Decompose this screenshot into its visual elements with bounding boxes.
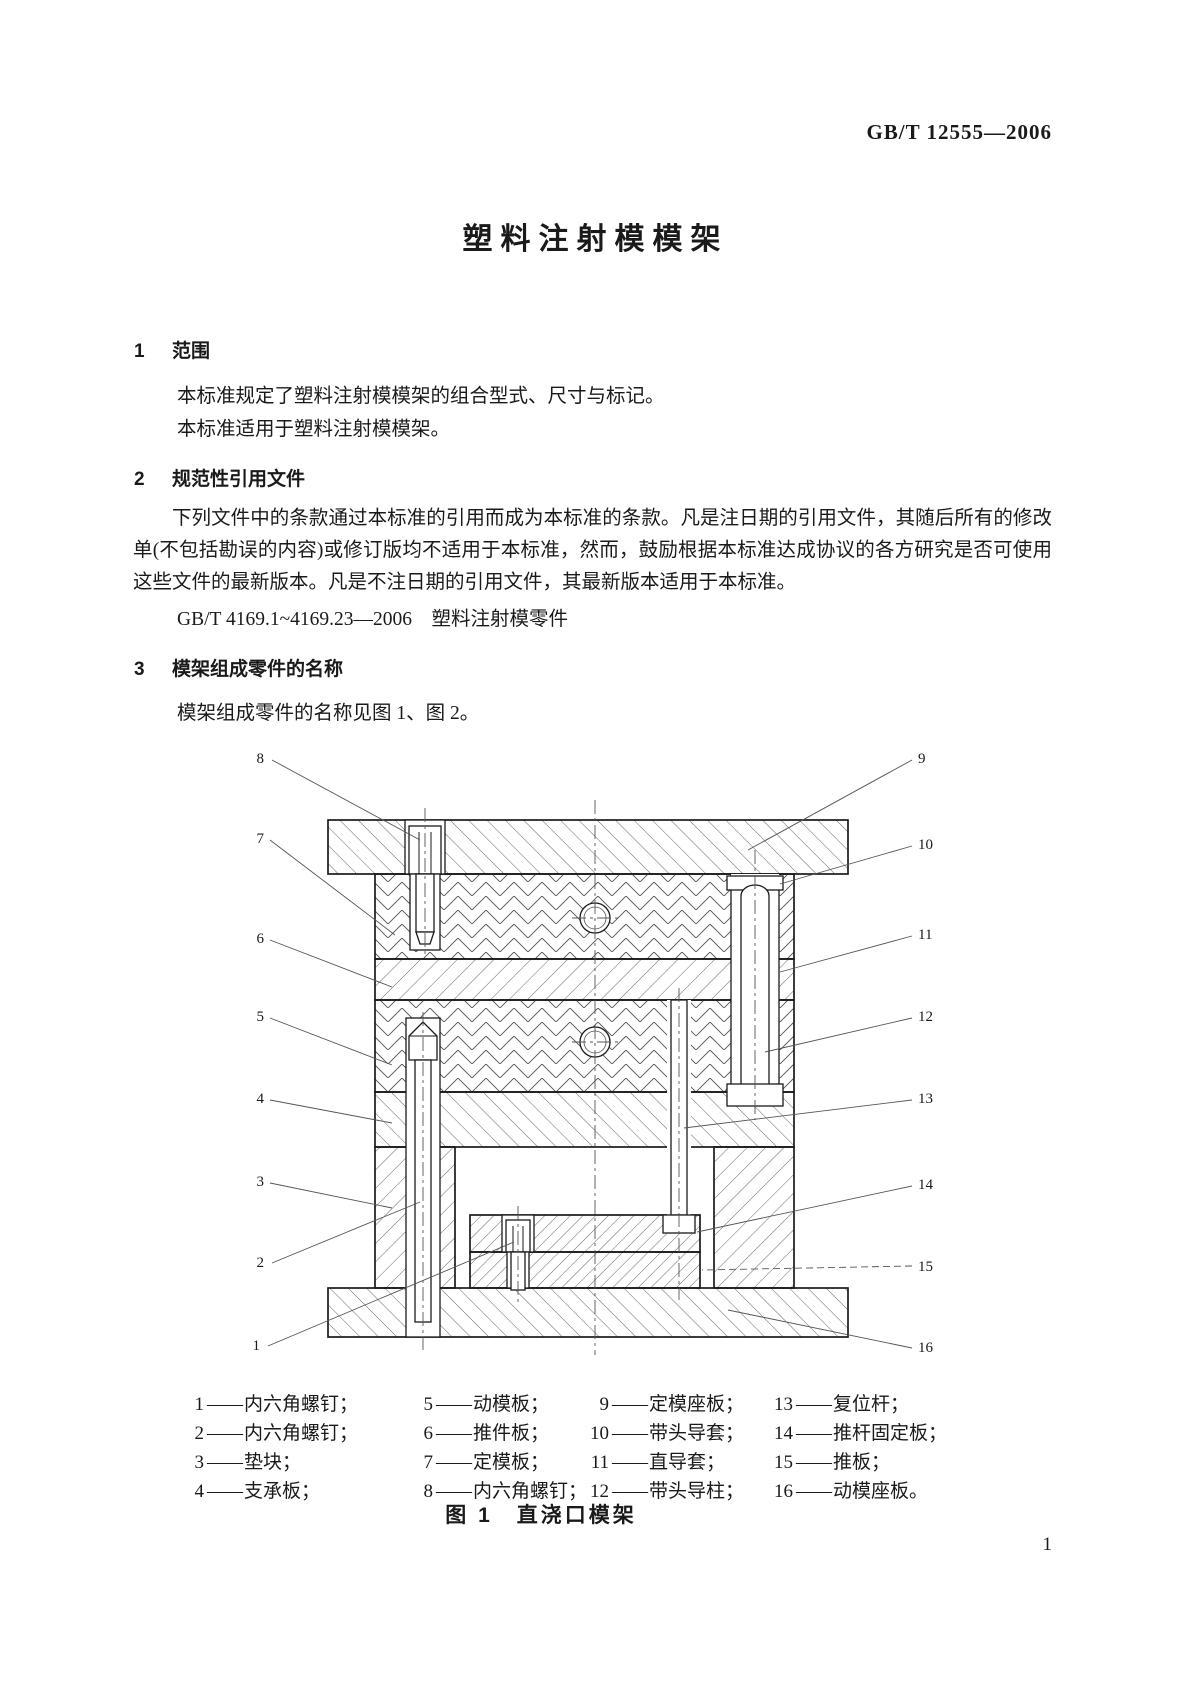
legend-dash: —— (436, 1481, 472, 1502)
legend-item-7: 7——定模板； (407, 1448, 587, 1477)
legend-column-4: 13——复位杆； 14——推杆固定板； 15——推板； 16——动模座板。 (767, 1390, 947, 1506)
document-title: 塑料注射模模架 (462, 223, 729, 256)
referenced-standard: GB/T 4169.1~4169.23—2006 塑料注射模零件 (177, 609, 568, 630)
centerlines (422, 800, 756, 1355)
legend-item-16: 16——动模座板。 (767, 1477, 947, 1506)
legend-item-12: 12——带头导柱； (583, 1477, 744, 1506)
callout-15: 15 (918, 1259, 933, 1275)
paragraph-figure-intro: 模架组成零件的名称见图 1、图 2。 (177, 703, 480, 724)
legend-item-11: 11——直导套； (583, 1448, 744, 1477)
legend-dash: —— (436, 1452, 472, 1473)
legend-dash: —— (612, 1481, 648, 1502)
legend-dash: —— (207, 1452, 243, 1473)
legend-item-6: 6——推件板； (407, 1419, 587, 1448)
legend-item-13: 13——复位杆； (767, 1390, 947, 1419)
section-1-number: 1 (134, 341, 145, 362)
leader-lines (267, 759, 913, 1349)
callout-10: 10 (918, 837, 933, 853)
legend-column-1: 1——内六角螺钉； 2——内六角螺钉； 3——垫块； 4——支承板； (178, 1390, 359, 1506)
section-2-number: 2 (134, 469, 145, 490)
callout-1: 1 (253, 1338, 261, 1354)
paragraph-scope-1: 本标准规定了塑料注射模模架的组合型式、尺寸与标记。 (177, 386, 665, 407)
legend-column-3: 9——定模座板； 10——带头导套； 11——直导套； 12——带头导柱； (583, 1390, 744, 1506)
callout-6: 6 (257, 931, 265, 947)
section-1-title: 范围 (172, 341, 211, 362)
callout-14: 14 (918, 1177, 934, 1193)
legend-dash: —— (796, 1452, 832, 1473)
legend-column-2: 5——动模板； 6——推件板； 7——定模板； 8——内六角螺钉； (407, 1390, 588, 1506)
legend-item-4: 4——支承板； (178, 1477, 358, 1506)
section-3-heading: 3 模架组成零件的名称 (134, 654, 343, 681)
legend-dash: —— (207, 1423, 243, 1444)
callout-3: 3 (257, 1174, 265, 1190)
legend-item-8: 8——内六角螺钉； (407, 1477, 588, 1506)
legend-item-5: 5——动模板； (407, 1390, 587, 1419)
paragraph-normative-refs: 下列文件中的条款通过本标准的引用而成为本标准的条款。凡是注日期的引用文件，其随后… (133, 508, 1052, 593)
callout-12: 12 (918, 1009, 933, 1025)
legend-dash: —— (612, 1423, 648, 1444)
callout-8: 8 (257, 751, 265, 767)
figure-caption: 图 1 直浇口模架 (445, 1504, 637, 1527)
section-1-heading: 1 范围 (134, 336, 210, 363)
section-2-title: 规范性引用文件 (172, 469, 306, 490)
legend-dash: —— (796, 1423, 832, 1444)
standard-code: GB/T 12555—2006 (866, 120, 1052, 144)
callout-9: 9 (918, 751, 926, 767)
section-3-title: 模架组成零件的名称 (172, 659, 344, 680)
figure-1-drawing: 8 7 6 5 4 3 2 1 9 10 11 12 13 14 15 16 (253, 751, 934, 1356)
legend-item-2: 2——内六角螺钉； (178, 1419, 359, 1448)
legend-item-9: 9——定模座板； (583, 1390, 745, 1419)
legend-item-10: 10——带头导套； (583, 1419, 744, 1448)
legend-item-15: 15——推板； (767, 1448, 947, 1477)
callout-7: 7 (257, 831, 265, 847)
support-plate-4 (374, 1091, 795, 1148)
callout-11: 11 (918, 927, 932, 943)
spacer-block-right (713, 1146, 795, 1289)
stripper-plate-6 (374, 958, 795, 1001)
legend-dash: —— (436, 1423, 472, 1444)
legend-dash: —— (796, 1481, 832, 1502)
legend-dash: —— (612, 1394, 648, 1415)
legend-dash: —— (612, 1452, 648, 1473)
callout-13: 13 (918, 1091, 933, 1107)
legend-dash: —— (207, 1481, 243, 1502)
callout-5: 5 (257, 1009, 265, 1025)
ejector-plate-15 (469, 1251, 701, 1289)
legend-dash: —— (796, 1394, 832, 1415)
legend-item-14: 14——推杆固定板； (767, 1419, 947, 1448)
section-2-heading: 2 规范性引用文件 (134, 464, 305, 491)
legend-item-3: 3——垫块； (178, 1448, 358, 1477)
callout-numbers: 8 7 6 5 4 3 2 1 9 10 11 12 13 14 15 16 (253, 751, 934, 1356)
paragraph-scope-2: 本标准适用于塑料注射模模架。 (177, 419, 451, 440)
legend-dash: —— (207, 1394, 243, 1415)
page-number: 1 (1042, 1534, 1053, 1555)
legend-dash: —— (436, 1394, 472, 1415)
legend-item-1: 1——内六角螺钉； (178, 1390, 359, 1419)
callout-16: 16 (918, 1340, 934, 1356)
callout-4: 4 (257, 1091, 265, 1107)
section-3-number: 3 (134, 659, 145, 680)
callout-2: 2 (257, 1255, 265, 1271)
